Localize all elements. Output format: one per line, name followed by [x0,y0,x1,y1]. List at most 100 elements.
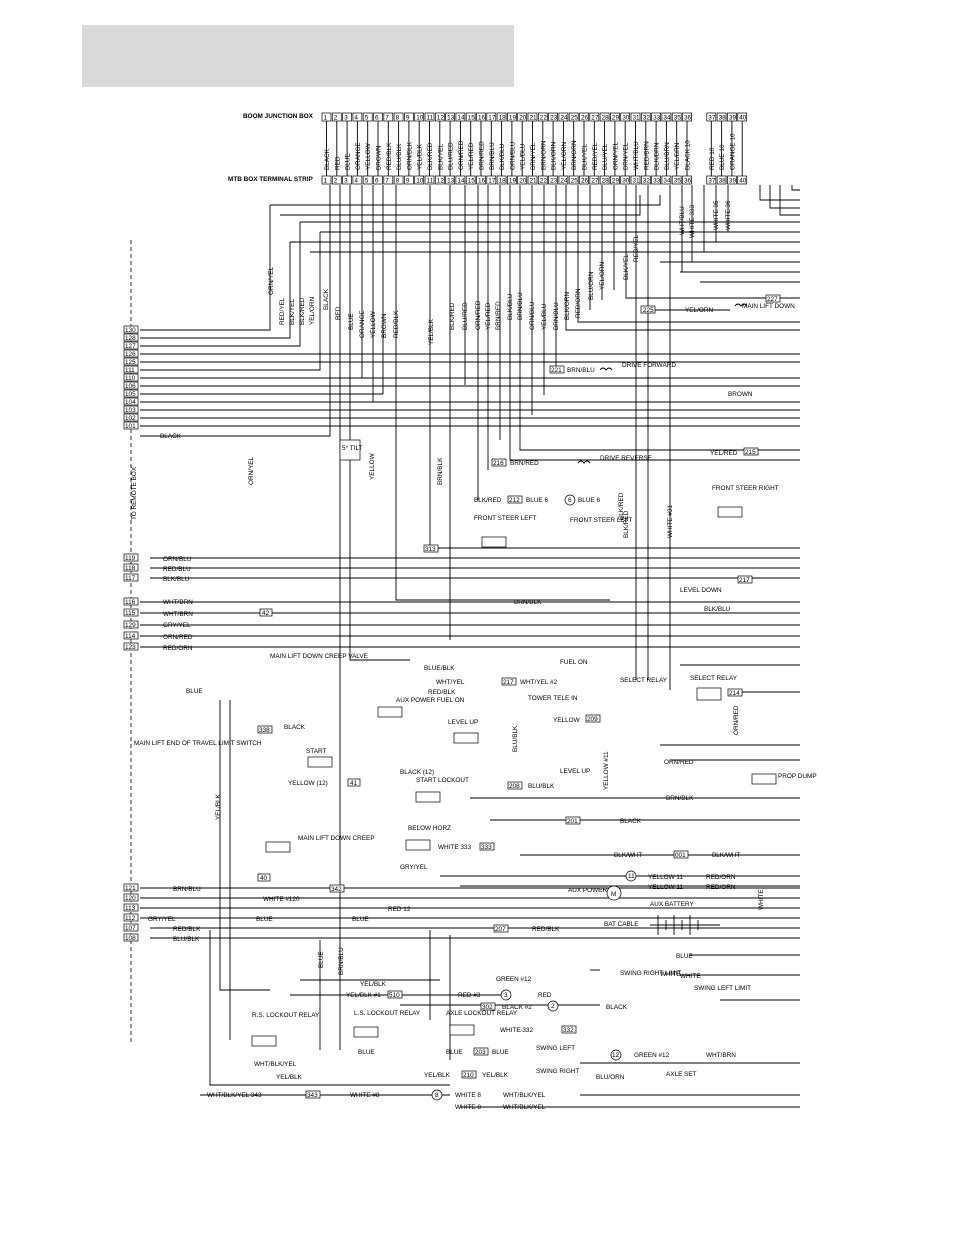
junction-color-label: BRN/YEL [530,142,537,170]
svg-text:RED/ORN: RED/ORN [706,884,736,891]
remote-terminal-box [123,923,139,932]
remote-terminal-number: 105 [125,391,136,398]
wire-label: BROWN [381,313,388,338]
svg-text:BLACK: BLACK [620,818,642,825]
terminal-number: 10 [416,115,424,122]
remote-terminal-box [123,357,139,366]
svg-text:YELLOW: YELLOW [553,717,581,724]
svg-text:GRY/YEL: GRY/YEL [163,622,191,629]
swing-limit-switches: GREEN #12 SWING RIGHT LIMIT WHITE WHITE … [346,970,751,1012]
remote-terminal-box [123,893,139,902]
wire-label: RED/BLK [393,310,400,338]
svg-text:6: 6 [568,497,572,504]
wire-label: WHITE 35 [713,200,720,230]
wire-label: YEL/BLK [215,793,222,820]
terminal-number: 29 [612,115,620,122]
svg-text:BLUE: BLUE [352,916,369,923]
terminal-number: 24 [560,115,568,122]
terminal-number: 32 [643,115,651,122]
svg-text:WHT/YEL: WHT/YEL [436,679,465,686]
terminal-number: 7 [385,178,389,185]
svg-text:BLUE: BLUE [492,1049,509,1056]
terminal-number: 24 [560,178,568,185]
svg-text:214: 214 [729,690,740,697]
main-lift-down-solenoid: 225 YEL/ORN MAIN LIFT DOWN 227 [640,294,795,314]
remote-terminal-number: 113 [125,905,136,912]
remote-terminal-number: 102 [125,415,136,422]
svg-text:WHT/BRN: WHT/BRN [163,599,193,606]
terminal-number: 34 [663,115,671,122]
svg-text:BRN/BLK: BRN/BLK [514,599,542,606]
remote-terminal-box [123,413,139,422]
svg-text:WHITE 333: WHITE 333 [438,844,471,851]
svg-text:ORN/RED: ORN/RED [163,634,193,641]
svg-text:PROP DUMP: PROP DUMP [778,773,817,780]
boom-junction-box-label: BOOM JUNCTION BOX [243,113,314,120]
remote-terminal-column: 1301281271261251111101061051041031021011… [123,325,139,942]
svg-text:WHT/BRN: WHT/BRN [706,1052,736,1059]
wire-label: BLU/RED [462,302,469,330]
remote-terminal-box [123,620,139,629]
wire-label: BRN/BLK [437,457,444,485]
drive-reverse-solenoid: 216 BRN/RED DRIVE REVERSE [491,455,652,467]
svg-text:TOWER TELE IN: TOWER TELE IN [528,695,578,702]
bottom-row-wires: WHT/BLK/YEL 343 343 WHITE #8 8 WHITE 8 W… [207,1089,546,1111]
svg-text:BLUE: BLUE [676,953,693,960]
remote-terminal-box [123,381,139,390]
remote-terminal-number: 111 [125,367,135,374]
junction-color-label: BLUE 10 [719,144,726,170]
svg-text:YEL/BLK: YEL/BLK [482,1072,509,1079]
svg-text:BLK/RED: BLK/RED [474,497,502,504]
remote-terminal-number: 114 [125,633,136,640]
terminal-number: 3 [344,115,348,122]
svg-text:YELLOW 11: YELLOW 11 [648,874,683,881]
svg-text:RED/BLU: RED/BLU [163,566,191,573]
svg-text:WHITE: WHITE [680,973,701,980]
remote-terminal-box [123,389,139,398]
remote-terminal-box [123,421,139,430]
svg-text:DRIVE REVERSE: DRIVE REVERSE [600,455,652,462]
terminal-number: 4 [354,115,358,122]
terminal-number: 7 [385,115,389,122]
terminal-number: 27 [591,115,599,122]
svg-text:RED/BLK: RED/BLK [173,926,201,933]
remote-terminal-number: 108 [125,935,136,942]
svg-text:WHITE 8: WHITE 8 [455,1104,481,1111]
junction-color-label: BLACK 10 [685,140,692,170]
junction-color-label: BLK/BRN [654,142,661,170]
terminal-number: 19 [509,178,517,185]
terminal-number: 20 [519,115,527,122]
svg-text:BLACK: BLACK [606,1004,628,1011]
svg-text:221: 221 [551,367,562,374]
terminal-number: 11 [427,115,434,122]
terminal-number: 23 [550,178,558,185]
wire-label: RED [335,306,342,320]
svg-text:SELECT RELAY: SELECT RELAY [620,677,668,684]
terminal-number: 5 [365,178,369,185]
front-steer-left-solenoid: BLK/RED 212 BLUE 6 6 BLUE 6 FRONT STEER … [474,492,632,548]
terminal-number: 3 [344,178,348,185]
wire-label: WHITE #31 [667,505,674,538]
remote-terminal-box [123,341,139,350]
svg-text:510: 510 [389,992,400,999]
wire-label: BLU/ORN [588,271,595,300]
remote-terminal-number: 123 [125,644,136,651]
remote-terminal-box [123,597,139,606]
terminal-number: 16 [478,178,486,185]
five-deg-tilt-switch: 5° TILT 313 [339,439,439,553]
remote-terminal-number: 118 [125,565,136,572]
svg-text:225: 225 [643,307,654,314]
junction-color-label: BLU/BRN [664,142,671,170]
svg-text:MAIN LIFT DOWN CREEP: MAIN LIFT DOWN CREEP [298,835,375,842]
remote-terminal-box [123,373,139,382]
svg-text:BLUE 6: BLUE 6 [578,497,600,504]
svg-text:207: 207 [495,926,506,933]
terminal-number: 6 [375,115,379,122]
junction-color-label: BLUE [345,153,352,170]
header-placeholder-bar [82,25,514,87]
terminal-number: 26 [581,115,589,122]
wire-label: BLK/RED [299,297,306,325]
wire-label: RED/YEL [279,297,286,325]
terminal-number: 38 [719,178,727,185]
